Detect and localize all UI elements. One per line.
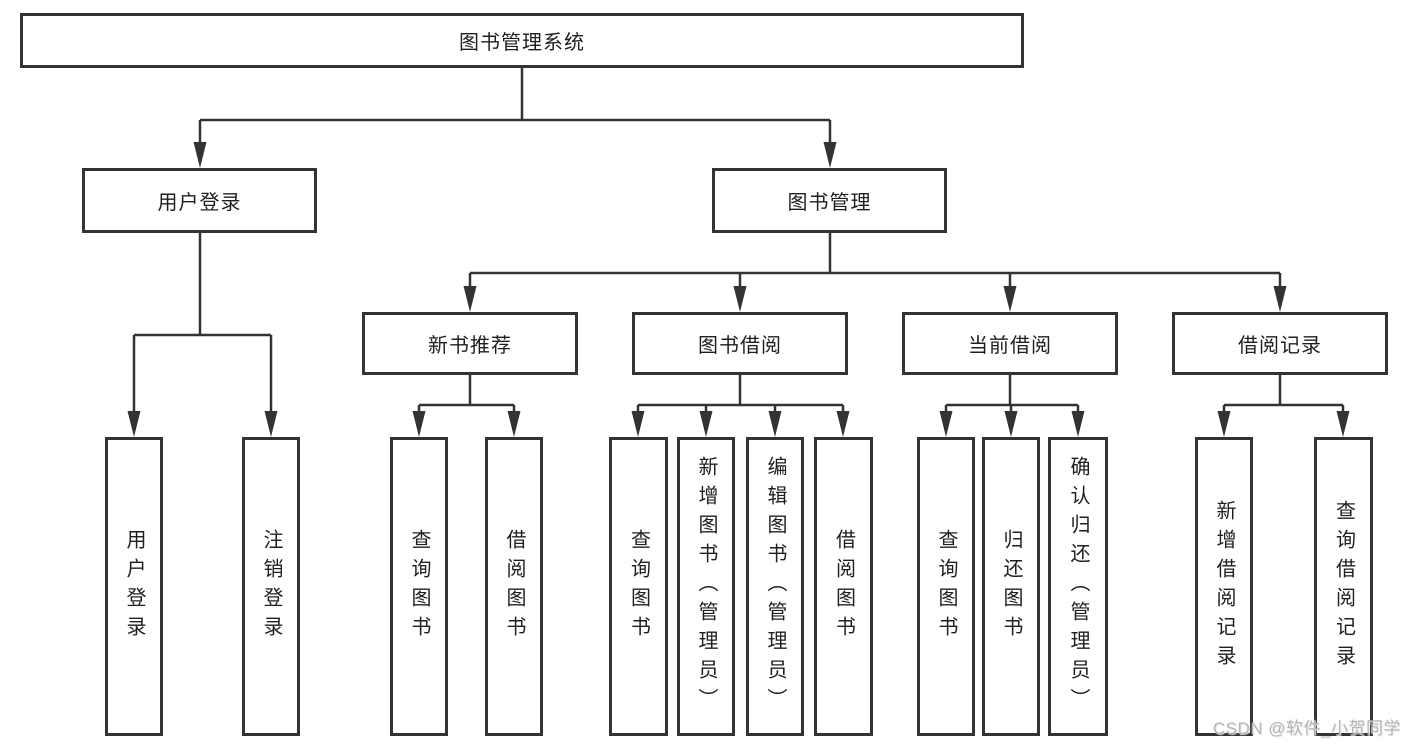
arrowheads [127, 142, 1350, 437]
leaf-bb-edit-books-admin: 编辑图书（管理员） [746, 437, 804, 736]
connector-borrow-records-feed [1224, 375, 1343, 407]
arrow-down-icon [1071, 411, 1085, 437]
node-current-borrowing-label: 当前借阅 [968, 335, 1052, 357]
arrow-down-icon [1217, 411, 1231, 437]
arrow-down-icon [1336, 411, 1350, 437]
node-new-book-recommend: 新书推荐 [362, 312, 578, 375]
leaf-cb-return-books: 归还图书 [982, 437, 1040, 736]
arrow-down-icon [823, 142, 837, 168]
leaf-br-add-record: 新增借阅记录 [1195, 437, 1253, 736]
leaf-cb-query-books-label: 查询图书 [935, 528, 957, 645]
node-borrowing-records-label: 借阅记录 [1238, 335, 1322, 357]
leaf-bb-query-books: 查询图书 [609, 437, 668, 736]
leaf-nbr-borrow-books-label: 借阅图书 [503, 528, 525, 645]
leaf-user-login: 用户登录 [105, 437, 163, 736]
leaf-bb-edit-books-admin-label: 编辑图书（管理员） [764, 456, 786, 717]
leaf-br-add-record-label: 新增借阅记录 [1213, 499, 1235, 674]
connector-current-borrow-feed [946, 375, 1078, 407]
node-root-label: 图书管理系统 [459, 32, 585, 54]
arrow-down-icon [699, 411, 713, 437]
leaf-nbr-borrow-books: 借阅图书 [485, 437, 543, 736]
arrow-down-icon [193, 142, 207, 168]
leaf-cb-confirm-return-admin-label: 确认归还（管理员） [1067, 456, 1089, 717]
leaf-cb-confirm-return-admin: 确认归还（管理员） [1048, 437, 1108, 736]
node-borrowing-records: 借阅记录 [1172, 312, 1388, 375]
arrow-down-icon [1004, 411, 1018, 437]
leaf-user-login-label: 用户登录 [123, 528, 145, 645]
node-book-management-label: 图书管理 [787, 192, 872, 214]
leaf-nbr-query-books: 查询图书 [390, 437, 448, 736]
node-book-management: 图书管理 [712, 168, 947, 233]
node-root: 图书管理系统 [20, 13, 1024, 68]
node-user-login: 用户登录 [82, 168, 317, 233]
connector-user-login-feed [134, 233, 271, 337]
arrow-down-icon [631, 411, 645, 437]
arrow-down-icon [733, 286, 747, 312]
node-user-login-label: 用户登录 [157, 192, 242, 214]
watermark: CSDN @软件_小贺同学 [1212, 719, 1401, 738]
arrow-stems [132, 120, 1345, 420]
connector-root-to-level2 [200, 68, 830, 122]
node-current-borrowing: 当前借阅 [902, 312, 1118, 375]
arrow-down-icon [836, 411, 850, 437]
leaf-br-query-record-label: 查询借阅记录 [1332, 499, 1355, 674]
leaf-bb-borrow-books-label: 借阅图书 [832, 528, 855, 645]
arrow-down-icon [507, 411, 521, 437]
leaf-br-query-record: 查询借阅记录 [1314, 437, 1373, 736]
leaf-logout-label: 注销登录 [260, 528, 282, 645]
connector-book-mgmt-feed [470, 233, 1280, 275]
leaf-nbr-query-books-label: 查询图书 [408, 528, 430, 645]
arrow-down-icon [463, 286, 477, 312]
leaf-cb-query-books: 查询图书 [917, 437, 975, 736]
node-book-borrowing-label: 图书借阅 [698, 335, 782, 357]
arrow-down-icon [768, 411, 782, 437]
arrow-down-icon [1273, 286, 1287, 312]
connector-new-book-feed [419, 375, 514, 407]
leaf-logout: 注销登录 [242, 437, 300, 736]
leaf-bb-borrow-books: 借阅图书 [814, 437, 873, 736]
arrow-down-icon [939, 411, 953, 437]
connector-book-borrow-feed [638, 375, 843, 407]
node-book-borrowing: 图书借阅 [632, 312, 848, 375]
arrow-down-icon [412, 411, 426, 437]
arrow-down-icon [127, 411, 141, 437]
node-new-book-recommend-label: 新书推荐 [428, 335, 512, 357]
arrow-down-icon [1003, 286, 1017, 312]
leaf-cb-return-books-label: 归还图书 [1000, 528, 1022, 645]
arrow-down-icon [264, 411, 278, 437]
leaf-bb-query-books-label: 查询图书 [627, 528, 650, 645]
leaf-bb-add-books-admin-label: 新增图书（管理员） [695, 456, 717, 717]
leaf-bb-add-books-admin: 新增图书（管理员） [677, 437, 735, 736]
